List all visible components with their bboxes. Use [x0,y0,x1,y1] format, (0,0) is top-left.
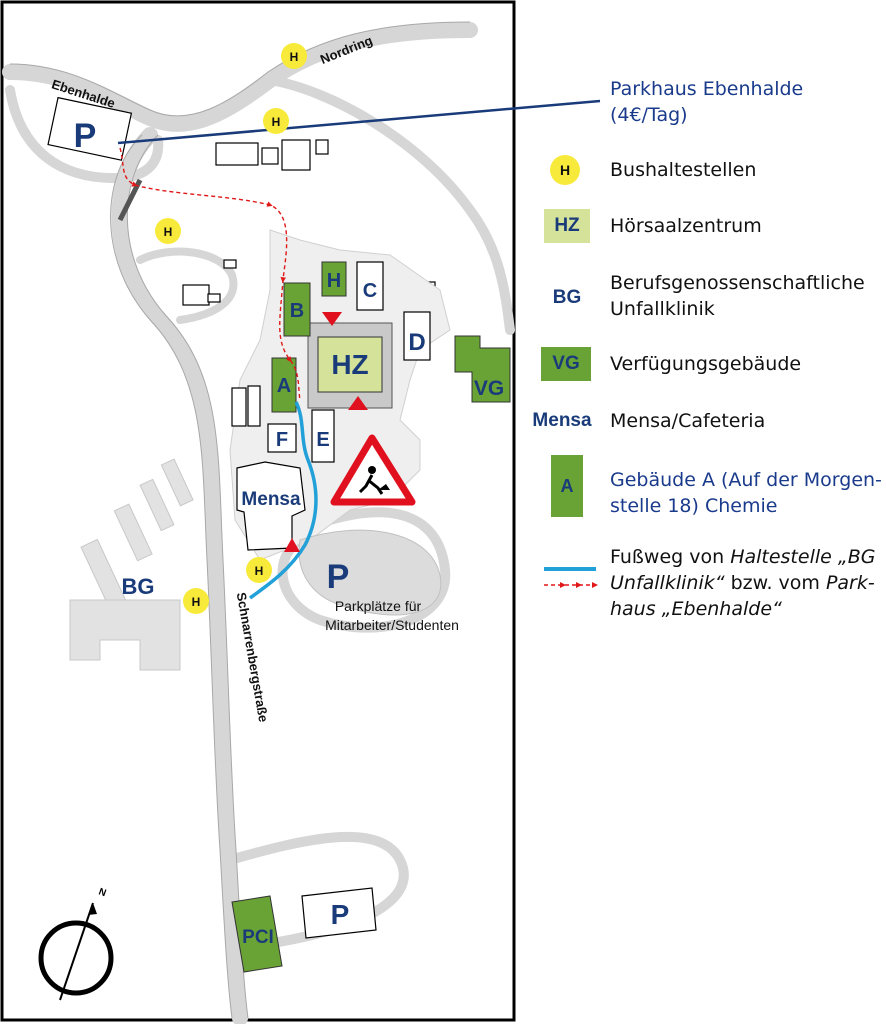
bus-stop-label: H [272,115,281,129]
hz-map-label: HZ [331,349,368,380]
parking-pci-label: P [331,899,350,930]
parking-lot-lower [298,529,442,616]
building-d-label: D [408,329,425,356]
white-buildings [231,261,431,551]
building-c [356,261,384,311]
legend-parkhaus-line2: (4€/Tag) [610,104,688,126]
parkhaus-p-label: P [74,117,97,155]
entrance-marker-north [322,312,342,326]
legend-mensa-text: Mensa/Cafeteria [610,410,766,432]
legend-route-icon [544,567,598,588]
building-h [321,261,347,297]
construction-sign [330,434,416,506]
legend-vg-icon: VG [541,347,591,381]
legend-route-line2-a: Unfallklinik“ [610,572,725,594]
legend-bg-line2: Unfallklinik [610,298,715,320]
parking-note-line2: Mitarbeiter/Studenten [325,617,459,633]
legend-parkhaus-line1: Parkhaus Ebenhalde [610,78,804,100]
bus-stop-label: H [290,50,299,64]
legend-route-line2-c: Park- [825,572,875,594]
legend-hz-text: Hörsaalzentrum [610,215,762,237]
compass: N [38,886,114,1001]
road-ebenhalde-loop [5,85,164,184]
compass-north-label: N [97,886,108,899]
building-h-label: H [327,270,341,292]
parkhaus-ebenhalde: P [47,96,133,161]
road-nordring [2,22,478,132]
parking-lower-label: P [327,558,350,596]
legend-a-icon: A [551,455,583,517]
building-vg-label: VG [474,377,504,400]
legend-route-line1-a: Fußweg von [610,546,731,568]
hz-complex: HZ [307,312,393,410]
parkhaus-leader-line [117,99,601,145]
legend-mensa-icon: Mensa [532,410,592,431]
building-b-label: B [290,300,304,322]
building-a [271,357,297,413]
building-pci-label: PCI [242,927,274,948]
bg-map-label: BG [122,574,155,599]
legend-hz-icon: HZ [544,209,590,243]
legend-bus-text: Bushaltestellen [610,159,757,181]
green-buildings [231,261,511,973]
parking-note-line1: Parkplätze für [335,598,422,614]
entrance-marker-mensa [284,538,300,552]
legend-bg-icon: BG [552,287,582,308]
entrance-marker-south [348,396,368,410]
building-f-label: F [276,429,288,451]
legend-a-text: Gebäude A (Auf der Morgen- stelle 18) Ch… [610,467,882,519]
bus-stop-label: H [255,564,264,578]
road-ring-north [265,75,515,335]
building-vg [454,335,511,403]
parking-pci: P [301,887,377,939]
building-e [311,409,335,463]
building-a-label: A [277,375,291,397]
building-pci [231,895,283,973]
legend-bg-text: Berufsgenossenschaftliche Unfallklinik [610,270,865,322]
building-e-label: E [316,429,329,451]
bus-stops: H H H H H [155,43,307,614]
legend-vg-text: Verfügungsgebäude [610,353,802,375]
legend-bus-icon: H [550,155,580,185]
building-c-label: C [363,280,377,302]
road-parking-loop [277,507,451,633]
bg-buildings [69,458,194,671]
route-bg-haltestelle [248,401,318,600]
legend-route-line3: haus „Ebenhalde“ [610,598,782,620]
legend-route-line1-b: Haltestelle „BG [730,546,876,568]
bus-stop-label: H [192,595,201,609]
building-d [403,311,431,361]
legend-route-line2-b: bzw. vom [724,572,826,594]
legend-a-line2: stelle 18) Chemie [610,495,778,517]
legend-route-text: Fußweg von Haltestelle „BG Unfallklinik“… [610,544,875,622]
legend-bg-line1: Berufsgenossenschaftliche [610,272,865,294]
mensa-map-label: Mensa [241,489,301,510]
bus-stop-label: H [164,225,173,239]
legend-a-line1: Gebäude A (Auf der Morgen- [610,469,882,491]
building-mensa [236,461,306,551]
legend-parkhaus: Parkhaus Ebenhalde (4€/Tag) [610,76,803,128]
road-schnarrenbergstrasse [111,127,248,1024]
building-f [267,423,297,453]
